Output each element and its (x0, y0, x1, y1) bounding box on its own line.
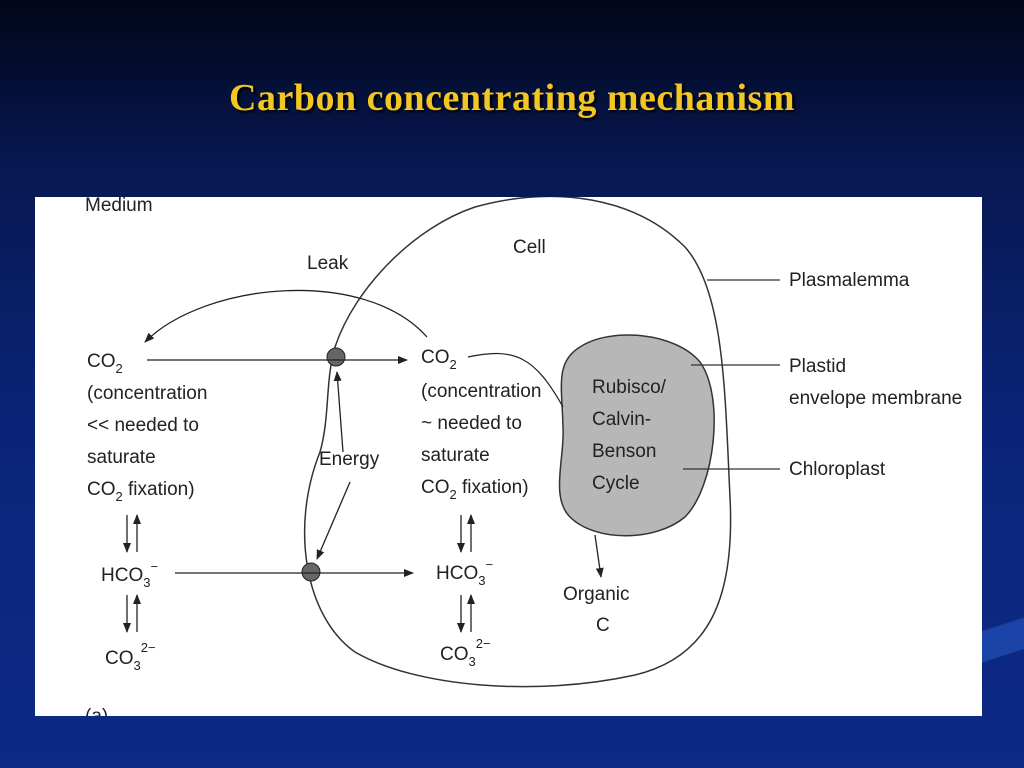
inside-fixation-label: CO2 fixation) (421, 477, 529, 502)
slide-title: Carbon concentrating mechanism (229, 77, 795, 119)
outside-desc-line3: saturate (87, 447, 156, 468)
diagram-panel: Medium Cell Leak Energy Plasmalemma Plas… (35, 197, 982, 716)
outside-desc-line2: << needed to (87, 415, 199, 436)
plasmalemma-label: Plasmalemma (789, 270, 910, 291)
energy-label: Energy (319, 449, 380, 470)
plastid-label: Plastid (789, 356, 846, 377)
medium-label: Medium (85, 197, 153, 216)
outside-co2-label: CO2 (87, 351, 123, 376)
fixation-arrow (594, 534, 604, 578)
chloroplast-shape (558, 334, 715, 537)
inside-desc-line2: ~ needed to (421, 413, 522, 434)
inside-hco3-label: HCO3− (436, 557, 493, 588)
organic-label: Organic (563, 584, 630, 605)
outside-desc-line1: (concentration (87, 383, 207, 404)
outside-hco3-label: HCO3− (101, 559, 158, 590)
inside-co3-label: CO32− (440, 636, 491, 669)
panel-label: (a) (85, 706, 108, 716)
cycle-label: Cycle (592, 473, 640, 494)
leak-arrow (144, 289, 428, 343)
energy-arrow-up (333, 371, 344, 453)
inside-desc-line1: (concentration (421, 381, 541, 402)
inside-desc-line3: saturate (421, 445, 490, 466)
envelope-membrane-label: envelope membrane (789, 388, 962, 409)
hco3-transporter (301, 562, 321, 582)
outside-fixation-label: CO2 fixation) (87, 479, 195, 504)
co2-transporter (326, 347, 346, 367)
co2-to-chloroplast-line (467, 352, 564, 408)
chloroplast-label: Chloroplast (789, 459, 886, 480)
energy-arrow-down (316, 481, 351, 560)
cell-membrane (303, 197, 732, 688)
outside-co3-label: CO32− (105, 640, 156, 673)
benson-label: Benson (592, 441, 656, 462)
leak-label: Leak (307, 253, 349, 274)
calvin-label: Calvin- (592, 409, 651, 430)
rubisco-label: Rubisco/ (592, 377, 667, 398)
organic-c-label: C (596, 615, 610, 636)
inside-co2-label: CO2 (421, 347, 457, 372)
ccm-diagram: Medium Cell Leak Energy Plasmalemma Plas… (85, 197, 962, 716)
cell-label: Cell (513, 237, 546, 258)
